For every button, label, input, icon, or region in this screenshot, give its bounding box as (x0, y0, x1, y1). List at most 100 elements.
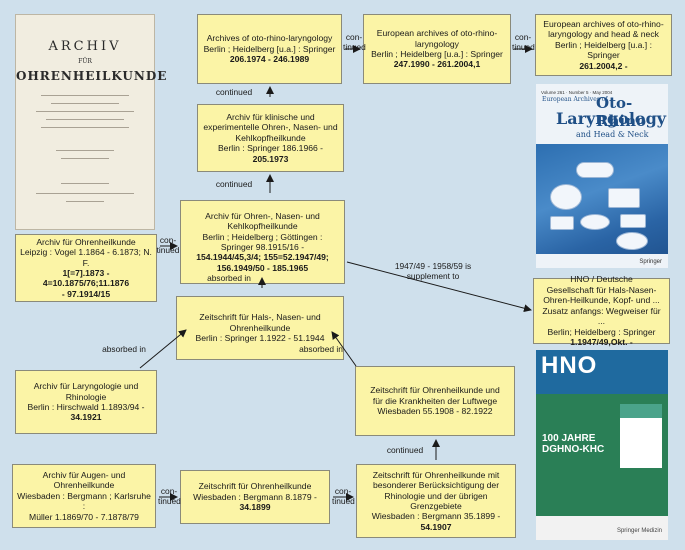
box-line: Grenzgebiete (410, 501, 462, 511)
box-archiv-ohrenheilkunde: Archiv für Ohrenheilkunde Leipzig : Voge… (15, 234, 157, 302)
box-line: Archiv für Ohrenheilkunde (36, 236, 136, 247)
label-absorbed-in: absorbed in (207, 273, 251, 283)
cover-title-laryngology: Laryngology (556, 109, 667, 128)
box-archiv-klinische: Archiv für klinische und experimentelle … (197, 104, 344, 172)
box-line: Berlin : Hirschwald 1.1893/94 - (27, 402, 145, 412)
box-line: 54.1907 (420, 521, 452, 532)
box-zeitschrift-ohrenheilkunde: Zeitschrift für Ohrenheilkunde Wiesbaden… (180, 470, 330, 524)
box-archives-oto-rhino-laryngology: Archives of oto-rhino-laryngology Berlin… (197, 14, 342, 84)
box-line: 1.1947/49,Okt. - (570, 337, 633, 348)
box-zeitschrift-luftwege: Zeitschrift für Ohrenheilkunde und für d… (355, 366, 515, 436)
label-supplement: 1947/49 - 1958/59 is supplement to (394, 261, 472, 281)
box-line: HNO / Deutsche (570, 274, 633, 285)
box-line: Wiesbaden : Bergmann 8.1879 - (193, 491, 317, 502)
box-line: Berlin ; Heidelberg ; Göttingen : (202, 231, 323, 242)
cover-title-headneck: and Head & Neck (576, 130, 649, 139)
box-line: Rhinologie und der übrigen (384, 490, 488, 501)
box-line: Wiesbaden : Bergmann 35.1899 - (371, 511, 501, 522)
box-line: Archiv für Ohren-, Nasen- und (205, 210, 320, 221)
box-line: Müller 1.1869/70 - 7.1878/79 (29, 511, 139, 522)
box-line: Berlin; Heidelberg : Springer (547, 326, 656, 337)
box-hno: HNO / Deutsche Gesellschaft für Hals-Nas… (533, 274, 670, 348)
cover-headline-line2: DGHNO-KHC (542, 443, 605, 455)
cover-publisher: Springer (639, 259, 662, 265)
cover-title: HNO (541, 352, 598, 379)
box-line: Gesellschaft für Hals-Nasen- (546, 284, 657, 295)
box-line: Berlin ; Heidelberg [u.a.] : Springer (203, 43, 336, 54)
box-line: 154.1944/45,3/4; 155=52.1947/49; (196, 252, 329, 263)
box-line: 34.1921 (70, 412, 102, 423)
box-archiv-augen-ohren: Archiv für Augen- und Ohrenheilkunde Wie… (12, 464, 156, 528)
box-line: 206.1974 - 246.1989 (229, 54, 310, 65)
arrow-laryngologie-absorbed (139, 329, 187, 369)
label-continued: con- tinued (343, 32, 366, 52)
cover-header-band (536, 350, 668, 394)
cover-logo (620, 214, 646, 228)
box-line: 247.1990 - 261.2004,1 (393, 59, 481, 70)
box-line: Archiv für Augen- und (42, 469, 126, 480)
cover-header-area (536, 84, 668, 144)
cover-text-line (56, 150, 114, 151)
box-line: Zeitschrift für Hals-, Nasen- und (199, 312, 321, 323)
cover-sidebar-header (620, 404, 662, 418)
arrow-luftwege-absorbed (331, 331, 357, 367)
box-line: laryngology (415, 38, 459, 49)
box-line: 205.1973 (252, 153, 289, 164)
box-archiv-laryngologie: Archiv für Laryngologie und Rhinologie B… (15, 370, 157, 434)
box-line: Springer 98.1915/16 - (220, 242, 305, 252)
box-european-archives: European archives of oto-rhino- laryngol… (363, 14, 511, 84)
cover-title-line3: OHRENHEILKUNDE (16, 69, 168, 83)
box-line: European archives of oto-rhino- (376, 28, 498, 39)
cover-text-line (41, 127, 129, 128)
cover-european-archives: Volume 261 · Number 5 · May 2004 Europea… (536, 84, 668, 268)
box-line: Archiv für klinische und (226, 111, 315, 122)
box-line: Berlin ; Heidelberg [u.a.] : Springer (555, 39, 652, 61)
cover-text-line (66, 201, 104, 202)
cover-title-line2: FÜR (78, 58, 92, 65)
cover-logo (550, 184, 582, 210)
box-zeitschrift-rhinologie: Zeitschrift für Ohrenheilkunde mit beson… (356, 464, 516, 538)
box-archiv-ohren-nasen-kehlkopf: Archiv für Ohren-, Nasen- und Kehlkopfhe… (180, 200, 345, 284)
box-line: für die Krankheiten der Luftwege (372, 395, 498, 406)
cover-logo (580, 214, 610, 230)
box-line: besonderer Berücksichtigung der (372, 480, 500, 491)
arrow-supplement-hno (346, 261, 532, 313)
box-line: Berlin : Springer 1.1922 - 51.1944 (195, 333, 325, 344)
label-continued: continued (215, 179, 253, 189)
label-continued: con- tinued (512, 32, 535, 52)
cover-text-line (51, 103, 119, 104)
label-continued: con- tinued (332, 486, 355, 506)
label-continued: continued (215, 87, 253, 97)
box-line: 156.1949/50 - 185.1965 (216, 262, 309, 273)
cover-text-line (61, 158, 109, 159)
cover-volume-text: Volume 261 · Number 5 · May 2004 (541, 90, 613, 95)
cover-footer (536, 516, 668, 540)
box-european-archives-head-neck: European archives of oto-rhino- laryngol… (535, 14, 672, 76)
cover-text-line (46, 119, 124, 120)
cover-logo (550, 216, 574, 230)
label-continued: con- tinued (158, 486, 181, 506)
box-line: Archiv für Laryngologie und (33, 381, 139, 392)
cover-headline: 100 JAHRE DGHNO-KHC (542, 433, 605, 455)
cover-logo (608, 188, 640, 208)
box-zeitschrift-hals-nasen: Zeitschrift für Hals-, Nasen- und Ohrenh… (176, 296, 344, 360)
box-line: Ohrenheilkunde (53, 480, 115, 491)
box-line: Zeitschrift für Ohrenheilkunde mit (372, 469, 500, 480)
box-line: Zeitschrift für Ohrenheilkunde und (370, 385, 500, 396)
box-line: Zusatz anfangs: Wegweiser für ... (542, 305, 661, 327)
box-line: 1[=7].1873 - 4=10.1875/76;11.1876 (42, 268, 130, 289)
box-line: Berlin ; Heidelberg [u.a.] : Springer (371, 49, 503, 59)
box-line: laryngology and head & neck (548, 29, 659, 40)
box-line: 261.2004,2 - (579, 60, 628, 71)
cover-text-line (61, 183, 109, 184)
box-line: Leipzig : Vogel 1.1864 - 6.1873; N. F. (20, 247, 152, 268)
box-line: 34.1899 (239, 502, 271, 513)
box-line: Kehlkopfheilkunde (235, 132, 306, 143)
cover-archiv-ohrenheilkunde: ARCHIV FÜR OHRENHEILKUNDE (15, 14, 168, 230)
box-line: Wiesbaden 55.1908 - 82.1922 (377, 406, 493, 417)
box-line: Zeitschrift für Ohrenheilkunde (198, 481, 312, 492)
box-line: experimentelle Ohren-, Nasen- und (203, 122, 338, 133)
label-continued: con- tinued (156, 235, 180, 255)
box-line: Archives of oto-rhino-laryngology (206, 33, 333, 44)
